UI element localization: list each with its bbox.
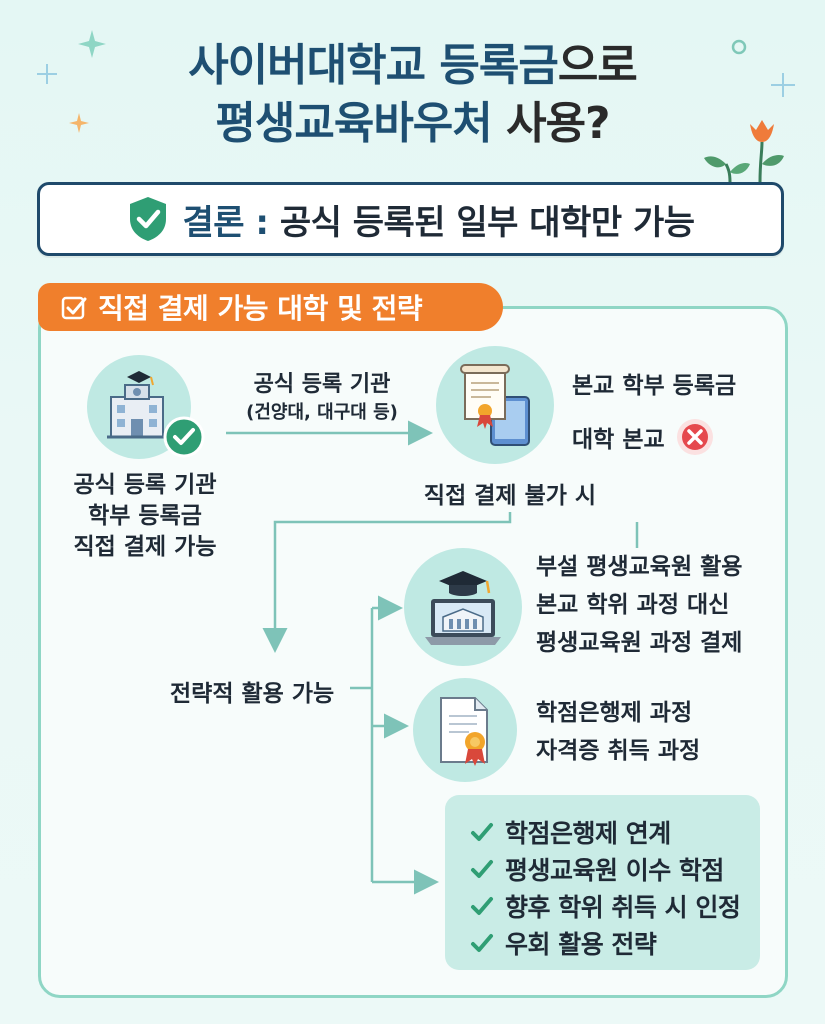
lifelong-center-node xyxy=(404,548,522,666)
check-icon xyxy=(471,896,493,915)
campus-node-line2-row: 대학 본교 xyxy=(572,417,715,457)
sparkle-icon xyxy=(69,113,89,133)
conclusion-box: 결론 : 공식 등록된 일부 대학만 가능 xyxy=(37,182,784,256)
title-line1-main: 사이버대학교 등록금 xyxy=(188,40,559,91)
university-node-line3: 직접 결제 가능 xyxy=(73,534,217,560)
credit-bank-label: 학점은행제 과정 자격증 취득 과정 xyxy=(536,694,700,770)
credit-bank-node xyxy=(413,678,517,782)
checklist-item: 학점은행제 연계 xyxy=(469,813,760,850)
certificate-tablet-icon xyxy=(460,364,530,446)
checklist-text: 학점은행제 연계 xyxy=(505,818,671,848)
ring-icon xyxy=(731,39,747,55)
conclusion-label: 결론 : xyxy=(182,202,269,243)
lifelong-center-line2: 본교 학위 과정 대신 xyxy=(536,592,730,618)
tulip-plant-icon xyxy=(704,120,784,183)
campus-node-line2: 대학 본교 xyxy=(572,427,665,453)
checklist-text: 우회 활용 전략 xyxy=(505,929,657,959)
sparkle-icon xyxy=(78,30,106,58)
checklist-item: 향후 학위 취득 시 인정 xyxy=(469,887,760,924)
lifelong-center-line3: 평생교육원 과정 결제 xyxy=(536,630,743,656)
university-building-icon xyxy=(107,371,169,439)
lifelong-center-label: 부설 평생교육원 활용 본교 학위 과정 대신 평생교육원 과정 결제 xyxy=(536,548,742,662)
check-icon xyxy=(471,822,493,841)
check-icon xyxy=(471,859,493,878)
fail-label: 직접 결제 불가 시 xyxy=(423,483,597,509)
shield-check-icon xyxy=(130,197,167,241)
strategy-label: 전략적 활용 가능 xyxy=(170,681,335,707)
title-line2-suffix: 사용? xyxy=(491,98,610,149)
credit-bank-line2: 자격증 취득 과정 xyxy=(536,738,701,764)
university-node-label: 공식 등록 기관 학부 등록금 직접 결제 가능 xyxy=(60,470,230,563)
lifelong-center-line1: 부설 평생교육원 활용 xyxy=(536,554,743,580)
credit-bank-line1: 학점은행제 과정 xyxy=(536,700,693,726)
certificate-ribbon-icon xyxy=(440,697,488,766)
checklist-item: 평생교육원 이수 학점 xyxy=(469,850,760,887)
check-icon xyxy=(471,933,493,952)
page-subtitle: 평생교육바우처 사용? xyxy=(0,98,825,150)
conclusion-text: 공식 등록된 일부 대학만 가능 xyxy=(279,202,695,243)
sparkle-icon xyxy=(37,64,57,84)
arrow-label-line2: (건양대, 대구대 등) xyxy=(246,402,398,423)
page-title: 사이버대학교 등록금으로 xyxy=(0,40,825,92)
campus-node-line1: 본교 학부 등록금 xyxy=(572,373,737,399)
checklist-text: 평생교육원 이수 학점 xyxy=(505,855,724,885)
x-circle-icon xyxy=(676,419,713,455)
section-banner: 직접 결제 가능 대학 및 전략 xyxy=(38,283,503,331)
sparkle-icon xyxy=(771,73,795,97)
title-line2-main: 평생교육바우처 xyxy=(215,98,492,149)
laptop-graduation-icon xyxy=(425,571,501,645)
university-node-line2: 학부 등록금 xyxy=(88,503,202,529)
arrow-label: 공식 등록 기관 (건양대, 대구대 등) xyxy=(222,370,422,426)
section-banner-text: 직접 결제 가능 대학 및 전략 xyxy=(98,292,423,325)
checklist-item: 우회 활용 전략 xyxy=(469,924,760,961)
university-node xyxy=(87,355,191,459)
checkbox-icon xyxy=(61,296,87,320)
title-line1-suffix: 으로 xyxy=(557,40,638,91)
university-node-line1: 공식 등록 기관 xyxy=(73,472,217,498)
checklist-text: 향후 학위 취득 시 인정 xyxy=(505,892,741,922)
campus-node xyxy=(436,346,554,464)
arrow-label-line1: 공식 등록 기관 xyxy=(253,372,391,397)
verified-check-icon xyxy=(163,416,205,458)
strategy-checklist: 학점은행제 연계 평생교육원 이수 학점 향후 학위 취득 시 인정 우회 활용… xyxy=(445,795,760,970)
